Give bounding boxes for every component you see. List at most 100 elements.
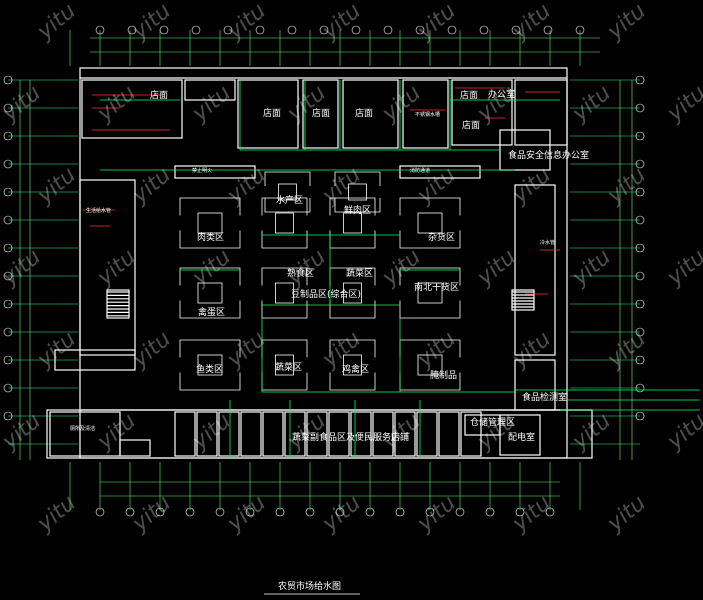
- bottom-stall: [438, 411, 460, 457]
- axis-bubble-left: [3, 159, 13, 169]
- axis-bubble-left: [3, 131, 13, 141]
- stall-block: [261, 267, 308, 319]
- room-label-shop-3: 店面: [312, 107, 330, 119]
- room-label-shop-1: 店面: [150, 89, 168, 101]
- room-label-egg: 禽蛋区: [198, 306, 225, 318]
- axis-bubble-left: [3, 355, 13, 365]
- watermark-text: yitu: [697, 491, 703, 538]
- watermark-text: yitu: [92, 245, 141, 292]
- stall-bottom: [179, 230, 241, 249]
- watermark-text: yitu: [222, 0, 271, 45]
- bottom-left-room: [49, 411, 121, 457]
- watermark-text: yitu: [662, 81, 703, 128]
- axis-bubble-right: [635, 383, 645, 393]
- stall-bottom: [399, 230, 461, 249]
- stall-top: [261, 267, 308, 286]
- stall-core: [197, 354, 223, 376]
- watermark-text: yitu: [32, 491, 81, 538]
- stall-core: [275, 282, 294, 304]
- water-pipes: [100, 80, 700, 458]
- left-stair: [106, 289, 130, 319]
- stall-bottom: [399, 300, 461, 319]
- left-corridor: [79, 179, 136, 356]
- note-left-label: 生活给水管: [86, 207, 111, 214]
- bottom-stall: [262, 411, 284, 457]
- axis-bubble-left: [3, 103, 13, 113]
- axis-bubble-right: [635, 187, 645, 197]
- inspection-room: [514, 359, 556, 411]
- watermark-text: yitu: [187, 245, 236, 292]
- top-room-5: [402, 79, 449, 149]
- axis-bubble-right: [635, 75, 645, 85]
- axis-bubble-bottom: [125, 507, 135, 517]
- watermark-text: yitu: [317, 0, 366, 45]
- axis-bubble-right: [635, 299, 645, 309]
- watermark-text: yitu: [222, 491, 271, 538]
- stall-block: [399, 267, 461, 319]
- axis-bubble-top: [159, 25, 169, 35]
- axis-bubble-top: [511, 25, 521, 35]
- watermark-text: yitu: [32, 327, 81, 374]
- stall-core: [197, 282, 223, 304]
- stall-core: [417, 354, 443, 376]
- room-label-center: 豆制品区(综合区): [291, 288, 361, 300]
- room-label-grocery: 杂货区: [428, 231, 455, 243]
- room-label-meat-left: 肉类区: [197, 231, 224, 243]
- watermark-text: yitu: [412, 0, 461, 45]
- stall-top: [179, 267, 241, 286]
- watermark-text: yitu: [412, 491, 461, 538]
- stall-top: [179, 339, 241, 358]
- axis-bubble-left: [3, 187, 13, 197]
- axis-bubble-right: [635, 411, 645, 421]
- watermark-text: yitu: [697, 327, 703, 374]
- stall-bottom: [179, 300, 241, 319]
- room-label-fish: 鱼类区: [196, 363, 223, 375]
- axis-bubble-top: [415, 25, 425, 35]
- axis-bubble-top: [287, 25, 297, 35]
- bottom-left-fixture: [119, 439, 151, 457]
- stall-top: [329, 339, 376, 358]
- axis-bubble-bottom: [95, 507, 105, 517]
- axis-bubble-bottom: [215, 507, 225, 517]
- axis-bubble-right: [635, 327, 645, 337]
- stall-top: [334, 171, 381, 186]
- bottom-stall: [416, 411, 438, 457]
- watermark-text: yitu: [0, 409, 46, 456]
- stall-core: [197, 212, 223, 234]
- room-label-shop-2: 店面: [263, 107, 281, 119]
- axis-bubble-right: [635, 355, 645, 365]
- top-room-3: [302, 79, 339, 149]
- stall-block: [264, 171, 311, 213]
- room-label-storage: 仓储管理区: [470, 416, 515, 428]
- axis-bubble-bottom: [335, 507, 345, 517]
- axis-bubble-bottom: [485, 507, 495, 517]
- stall-core: [275, 212, 294, 234]
- sign-label-2: 消防通道: [410, 167, 430, 174]
- watermark-text: yitu: [697, 163, 703, 210]
- room-label-dry-goods: 南北干货区: [414, 281, 459, 293]
- room-label-chicken: 鸡禽区: [342, 363, 369, 375]
- stall-block: [179, 197, 241, 249]
- axis-bubbles: [3, 25, 645, 517]
- watermark-text: yitu: [187, 81, 236, 128]
- watermark-text: yitu: [282, 409, 331, 456]
- axis-bubble-top: [447, 25, 457, 35]
- watermark-text: yitu: [187, 409, 236, 456]
- room-label-equipment: 配电室: [508, 431, 535, 443]
- bottom-stall: [350, 411, 372, 457]
- top-room-0: [81, 79, 183, 139]
- axis-bubble-bottom: [395, 507, 405, 517]
- stall-block: [179, 267, 241, 319]
- axis-bubble-right: [635, 131, 645, 141]
- left-lower-block: [54, 349, 136, 371]
- bottom-stall: [284, 411, 306, 457]
- stall-core: [343, 354, 362, 376]
- top-room-1: [184, 79, 236, 101]
- axis-bubble-top: [191, 25, 201, 35]
- stall-bottom: [329, 372, 376, 391]
- stall-core: [275, 354, 294, 376]
- axis-bubble-bottom: [515, 507, 525, 517]
- bottom-stall: [328, 411, 350, 457]
- note-right-label: 冷水管: [540, 239, 555, 246]
